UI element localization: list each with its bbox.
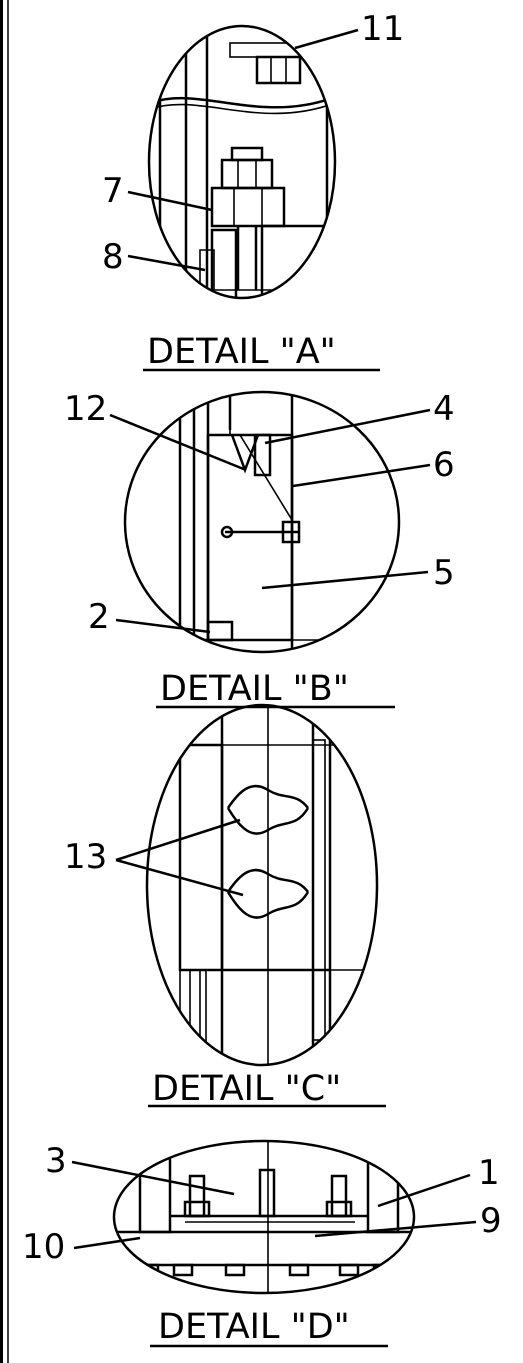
leader-6 [292, 463, 431, 488]
callout-1: 1 [478, 1153, 500, 1193]
leader-1 [377, 1173, 471, 1208]
detail-d: 3 1 10 9 DETAIL "D" [22, 1139, 502, 1348]
detail-a-title: DETAIL "A" [147, 332, 336, 372]
callout-9: 9 [480, 1201, 502, 1241]
leader-10 [73, 1236, 141, 1250]
callout-7: 7 [102, 171, 124, 211]
callout-13: 13 [64, 837, 107, 877]
callout-11: 11 [361, 9, 404, 49]
detail-d-boundary [112, 1139, 416, 1295]
detail-a-boundary [147, 24, 337, 300]
leader-13a [115, 818, 241, 862]
leader-8 [127, 254, 206, 272]
leader-4 [264, 408, 431, 445]
detail-b-boundary [123, 390, 401, 654]
detail-b-section [150, 392, 380, 652]
leader-13b [115, 858, 244, 897]
callout-10: 10 [22, 1227, 65, 1267]
callout-6: 6 [433, 445, 455, 485]
detail-b-title: DETAIL "B" [160, 669, 349, 709]
leader-11 [294, 28, 359, 50]
leader-12 [109, 413, 247, 472]
leader-3 [71, 1160, 235, 1196]
leader-5 [261, 570, 429, 590]
detail-a: 11 7 8 DETAIL "A" [102, 9, 404, 372]
leader-2 [115, 618, 211, 634]
detail-d-title: DETAIL "D" [158, 1307, 350, 1347]
callout-5: 5 [433, 553, 455, 593]
detail-b: 12 4 6 5 2 DETAIL "B" [64, 389, 455, 709]
leader-7 [127, 190, 213, 212]
detail-c-boundary [145, 703, 379, 1067]
callout-2: 2 [88, 597, 110, 637]
callout-8: 8 [102, 237, 124, 277]
callout-4: 4 [433, 389, 455, 429]
leader-9 [314, 1220, 477, 1238]
detail-c: 13 DETAIL "C" [64, 703, 386, 1109]
callout-3: 3 [45, 1141, 67, 1181]
detail-c-title: DETAIL "C" [152, 1069, 341, 1109]
callout-12: 12 [64, 389, 107, 429]
